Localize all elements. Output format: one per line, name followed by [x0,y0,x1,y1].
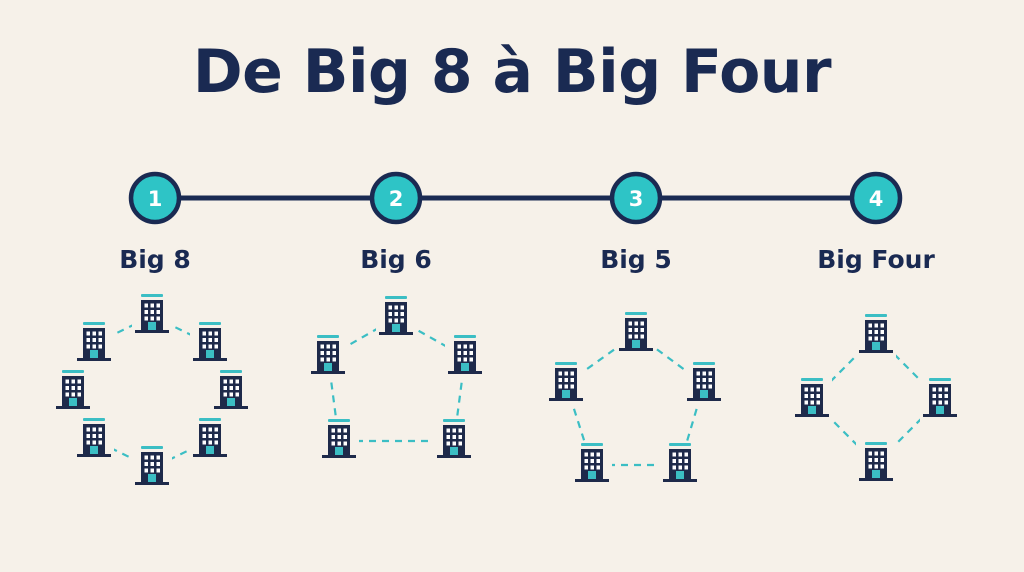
step-number: 2 [389,187,404,211]
office-building-icon [920,376,960,424]
firm-network [308,294,485,465]
office-building-icon [190,320,230,368]
step-number: 4 [869,187,884,211]
office-building-icon [319,417,359,465]
office-building-icon [572,441,612,489]
office-building-icon [684,360,724,408]
office-building-icon [445,333,485,381]
office-building-icon [74,416,114,464]
step-number: 3 [629,187,644,211]
office-building-icon [856,312,896,360]
office-building-icon [434,417,474,465]
office-building-icon [616,310,656,358]
office-building-icon [132,444,172,492]
step-number: 1 [148,187,163,211]
office-building-icon [211,368,251,416]
firm-network [53,292,251,492]
step-label: Big Four [817,245,935,274]
step-label: Big 8 [119,245,191,274]
office-building-icon [308,333,348,381]
firm-network [792,312,960,488]
step-number-circle [128,171,182,225]
office-building-icon [190,416,230,464]
office-building-icon [856,440,896,488]
office-building-icon [53,368,93,416]
step-number-circle [849,171,903,225]
office-building-icon [792,376,832,424]
office-building-icon [376,294,416,342]
step-number-circle [609,171,663,225]
office-building-icon [660,441,700,489]
office-building-icon [74,320,114,368]
step-number-circle [369,171,423,225]
office-building-icon [132,292,172,340]
step-label: Big 5 [600,245,672,274]
step-label: Big 6 [360,245,432,274]
firm-network [546,310,724,489]
page-title: De Big 8 à Big Four [192,37,832,107]
office-building-icon [546,360,586,408]
